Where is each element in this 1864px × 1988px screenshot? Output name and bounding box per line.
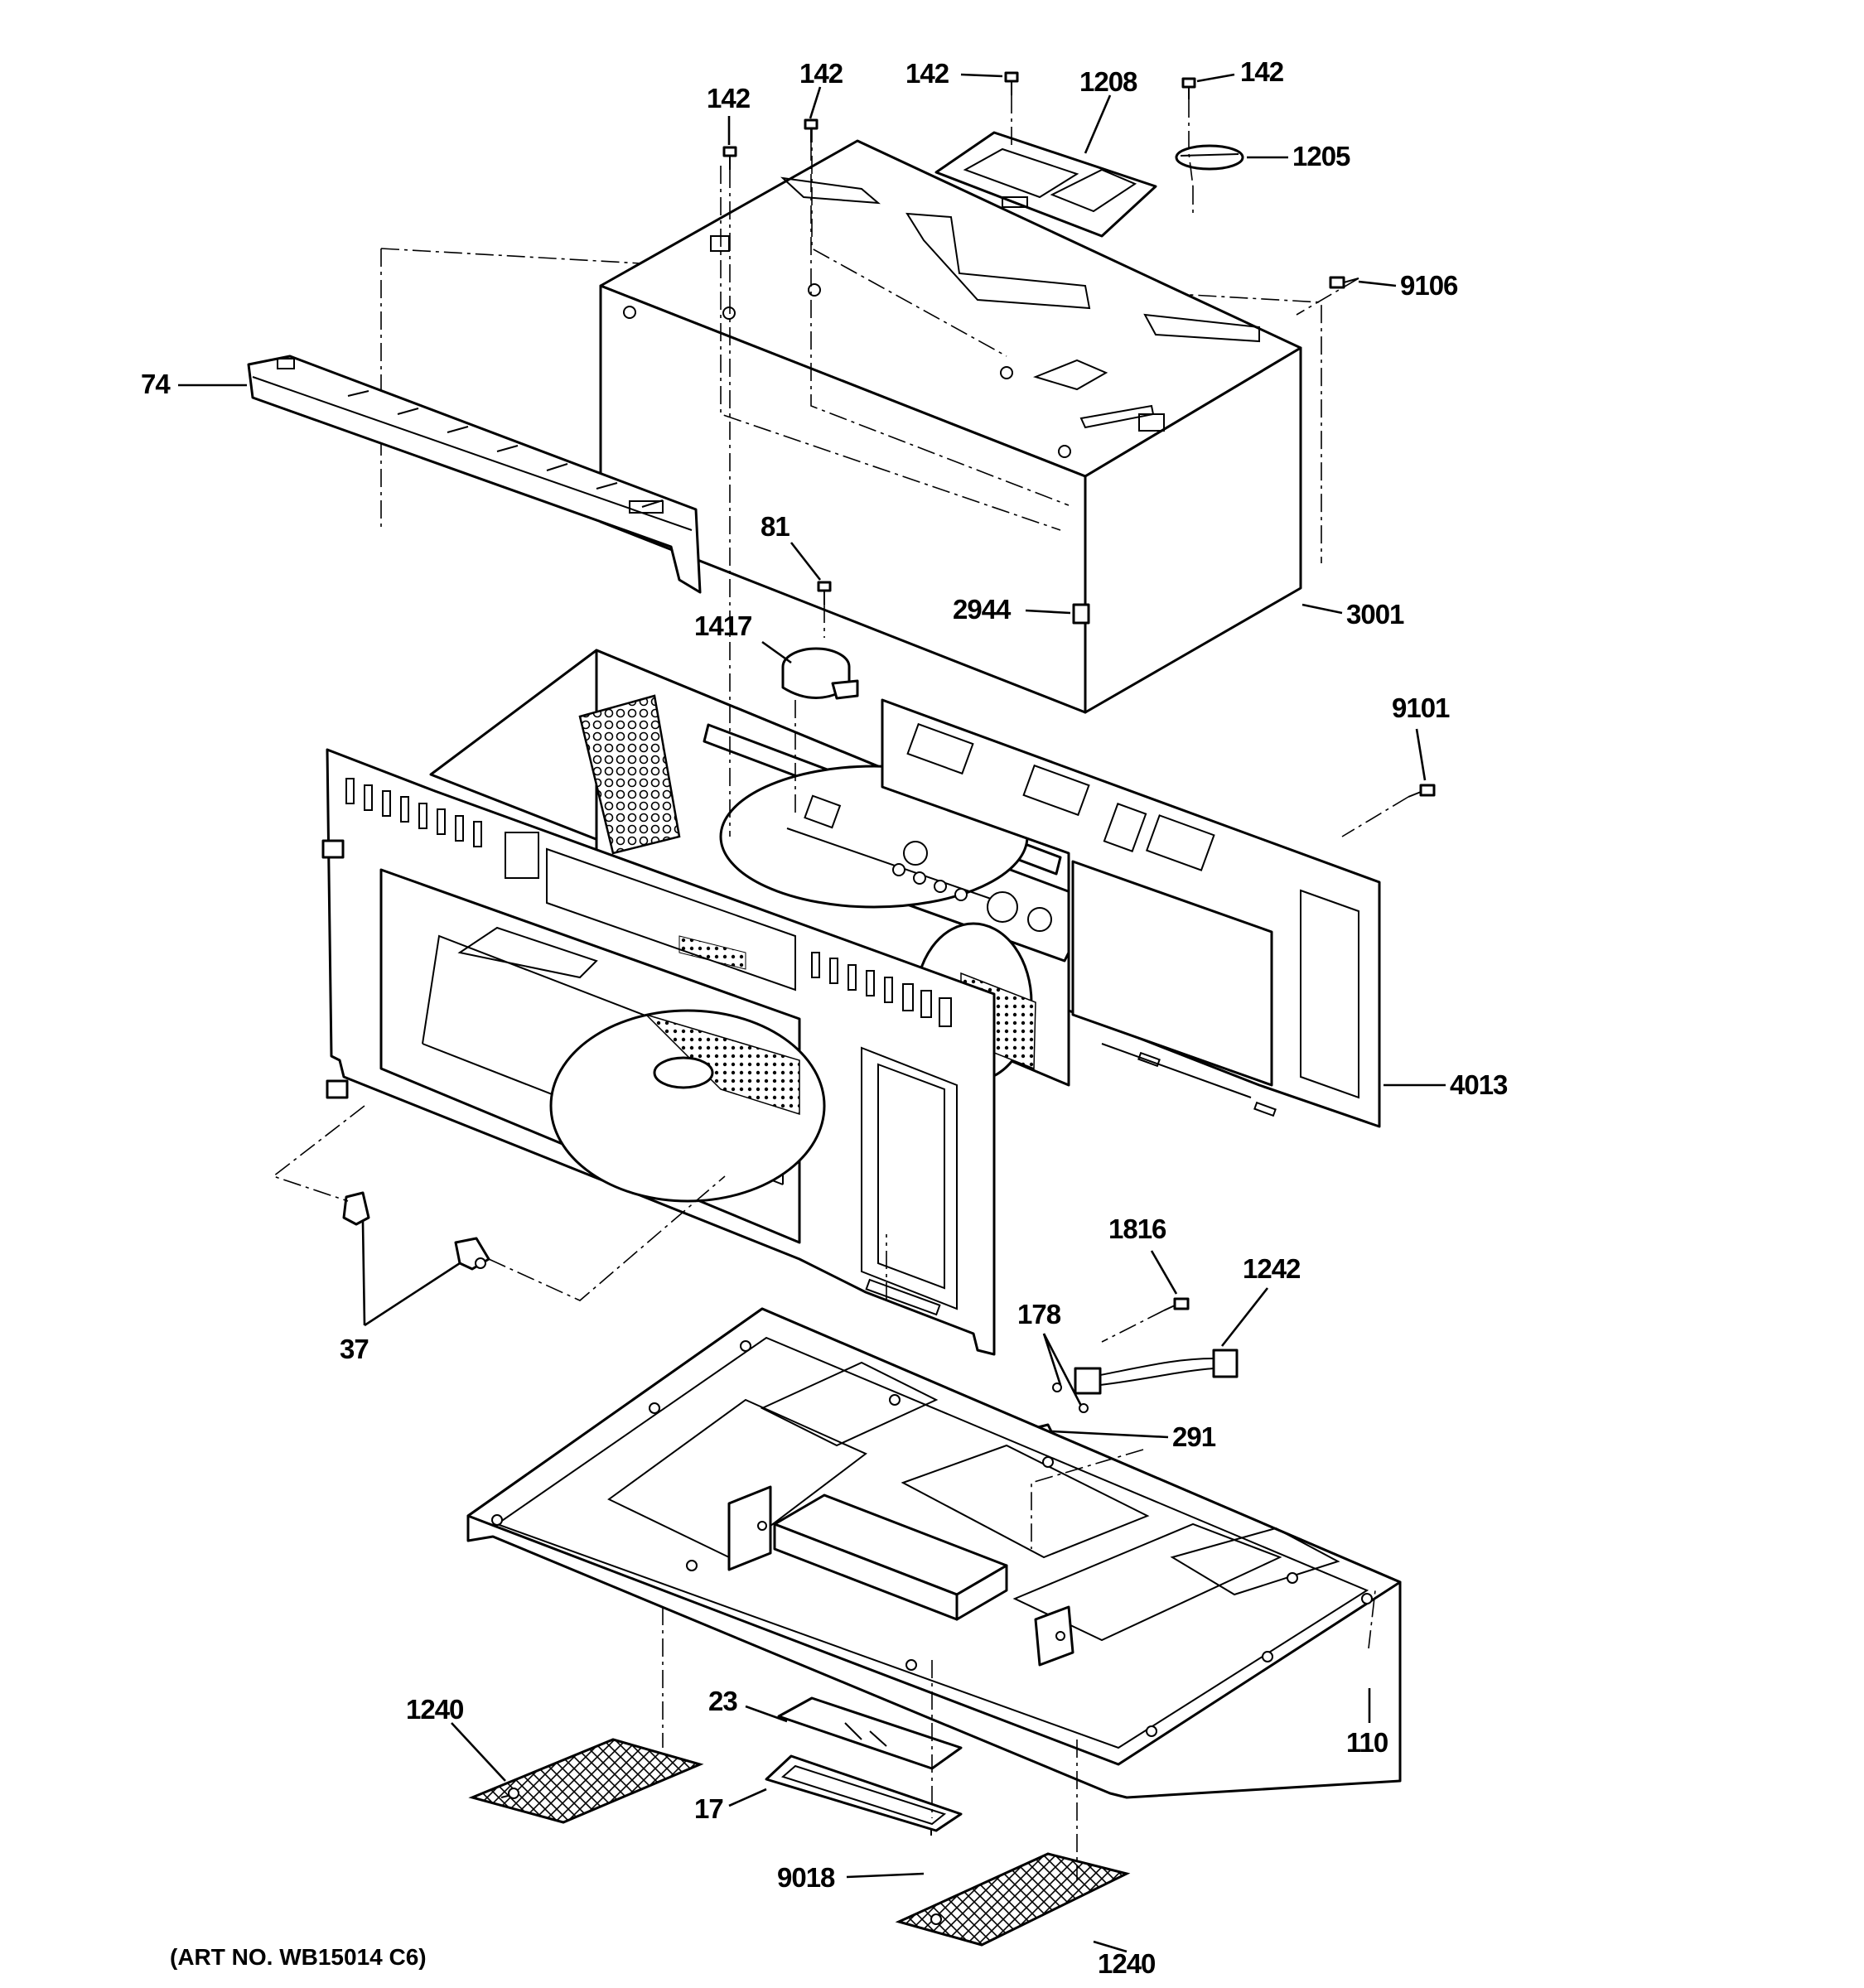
- front-panel-slots: [345, 778, 952, 1027]
- screw-142-left: [722, 146, 737, 170]
- label-142-left: 142: [707, 83, 751, 113]
- label-9101: 9101: [1392, 692, 1450, 723]
- leader-lines: [178, 73, 1446, 1953]
- label-1205: 1205: [1292, 141, 1350, 171]
- wire-harness-1242: [1052, 1349, 1239, 1413]
- vent-grille-74: [247, 355, 702, 594]
- grease-filter-1240-right: [895, 1852, 1131, 1947]
- label-1417: 1417: [694, 610, 751, 641]
- clip-37-right: [454, 1237, 490, 1271]
- label-178: 178: [1017, 1299, 1061, 1329]
- label-110: 110: [1346, 1727, 1388, 1758]
- label-74: 74: [141, 369, 171, 399]
- screw-1816: [1163, 1297, 1190, 1311]
- label-17: 17: [694, 1793, 723, 1824]
- turntable-motor-1417: [781, 647, 859, 700]
- screw-142-third: [1004, 71, 1019, 95]
- label-142-right: 142: [1240, 56, 1284, 87]
- screw-9101: [1408, 784, 1436, 798]
- assembly-dash-lines: [272, 95, 1409, 1880]
- label-1240-left: 1240: [406, 1694, 463, 1725]
- grease-filter-1240-left: [468, 1738, 704, 1824]
- screw-9106: [1329, 276, 1359, 289]
- label-23: 23: [708, 1686, 737, 1716]
- clip-37-left: [342, 1191, 370, 1226]
- screw-142-right: [1181, 77, 1196, 99]
- label-142-third: 142: [905, 58, 949, 89]
- bracket-1205: [1175, 144, 1244, 171]
- label-1242: 1242: [1243, 1253, 1301, 1284]
- screw-81: [817, 581, 832, 605]
- bottom-plate: [466, 1307, 1402, 1799]
- label-2944: 2944: [953, 594, 1012, 625]
- label-4013: 4013: [1450, 1069, 1508, 1100]
- label-81: 81: [761, 511, 790, 542]
- bracket-1208: [934, 131, 1157, 238]
- oven-cavity-chassis: [321, 649, 1083, 1356]
- art-number: (ART NO. WB15014 C6): [170, 1944, 427, 1970]
- label-142-second: 142: [799, 58, 843, 89]
- label-9106: 9106: [1400, 270, 1458, 301]
- label-1208: 1208: [1079, 66, 1137, 97]
- outer-case-3001: [380, 124, 1322, 714]
- label-1240-right: 1240: [1098, 1948, 1155, 1979]
- label-3001: 3001: [1346, 599, 1404, 630]
- label-1816: 1816: [1108, 1214, 1166, 1244]
- back-panel-4013: [881, 698, 1381, 1128]
- label-37: 37: [340, 1334, 369, 1364]
- label-9018: 9018: [777, 1862, 835, 1893]
- label-291: 291: [1172, 1421, 1216, 1452]
- lens-frame-17: [765, 1754, 963, 1832]
- screw-142-second: [804, 118, 819, 142]
- light-lens-23: [777, 1696, 963, 1770]
